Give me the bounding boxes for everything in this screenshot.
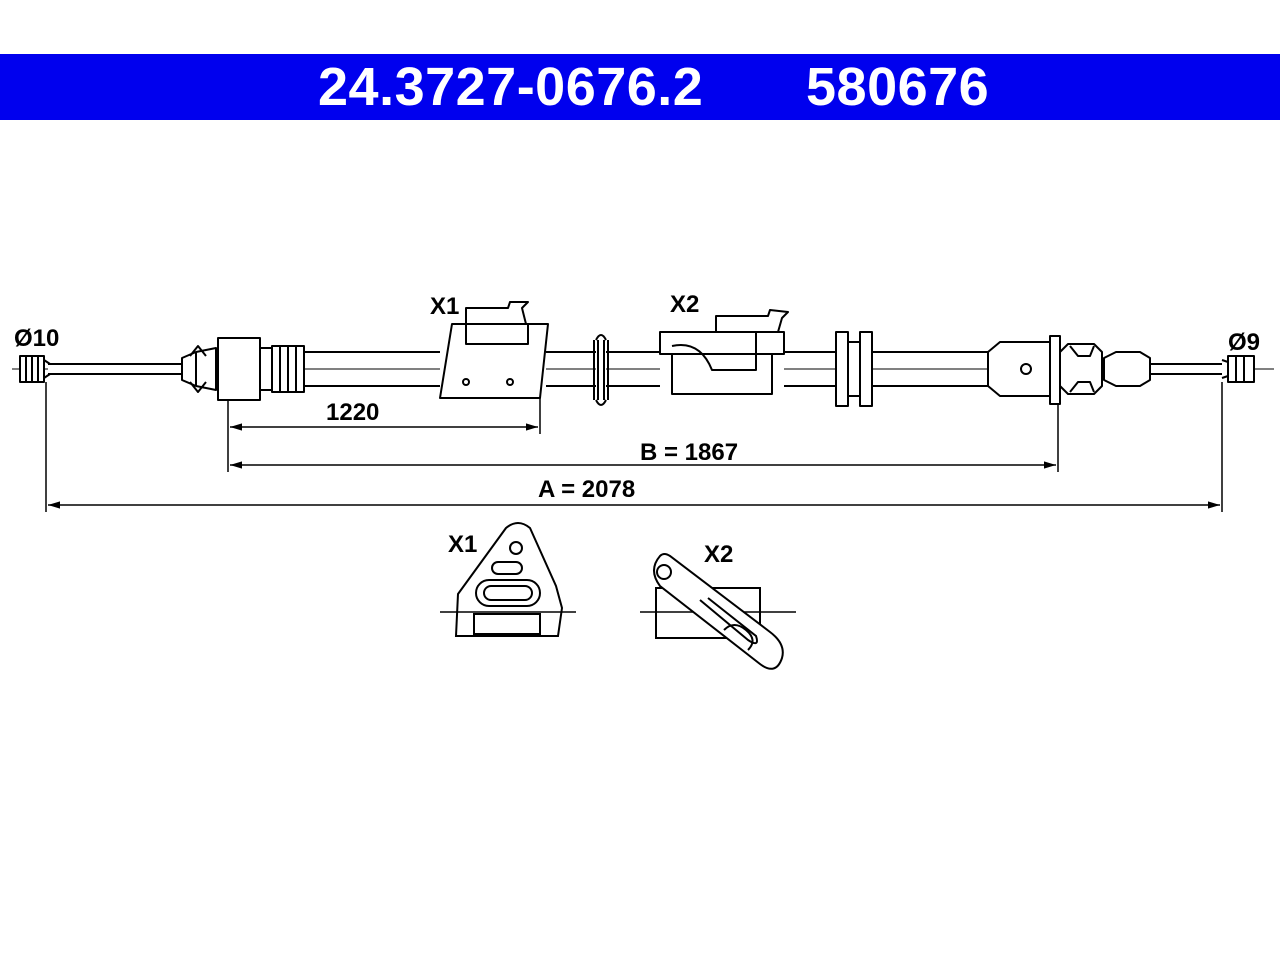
outer-sheath <box>304 351 988 387</box>
clip-x2-label: X2 <box>670 291 699 318</box>
extension-lines <box>45 382 1223 512</box>
dimension-1220-label: 1220 <box>326 399 379 426</box>
detail-x1 <box>440 522 576 637</box>
detail-x1-label: X1 <box>448 531 477 558</box>
clip-x1-mounted <box>439 301 549 399</box>
detail-x2 <box>640 553 796 670</box>
right-diameter-label: Ø9 <box>1228 329 1260 356</box>
left-diameter-label: Ø10 <box>14 325 59 352</box>
right-end-fitting <box>1221 355 1274 383</box>
left-end-fitting <box>19 355 51 383</box>
clip-x2-mounted <box>659 309 789 395</box>
reference-number: 580676 <box>806 57 990 117</box>
dimension-b-label: B = 1867 <box>640 439 738 466</box>
left-main-fitting <box>217 337 305 401</box>
grommet <box>835 331 873 407</box>
detail-x2-label: X2 <box>704 541 733 568</box>
clip-x1-label: X1 <box>430 293 459 320</box>
part-number: 24.3727-0676.2 <box>318 57 704 117</box>
right-main-fitting <box>987 335 1103 405</box>
left-ferrule <box>181 345 217 393</box>
band-clip <box>593 334 609 406</box>
title-bar: 24.3727-0676.2 580676 <box>0 54 1280 120</box>
right-ferrule <box>1103 351 1222 387</box>
dimension-a-label: A = 2078 <box>538 476 635 503</box>
